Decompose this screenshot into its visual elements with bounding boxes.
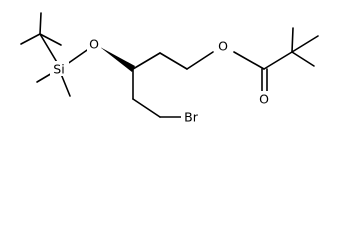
bond-c2-c1 bbox=[159, 52, 188, 70]
bromine-atom-label: Br bbox=[184, 110, 199, 125]
bond-tbu-si bbox=[39, 33, 59, 65]
atom-labels: Si O O O Br bbox=[50, 36, 271, 125]
ester-oxygen-label: O bbox=[218, 39, 228, 54]
pivalate-group bbox=[233, 27, 319, 93]
bond-tbu-me-top bbox=[39, 12, 42, 35]
bond-quaternary-me-right bbox=[291, 35, 319, 53]
bond-o-carbonyl-c bbox=[233, 51, 265, 70]
stereo-wedge-bond bbox=[100, 47, 135, 72]
bond-carbonyl-quaternary bbox=[263, 51, 293, 70]
carbon-chain bbox=[132, 51, 214, 118]
bond-quaternary-me-down bbox=[291, 51, 315, 67]
structure-diagram: Si O O O Br bbox=[20, 12, 319, 125]
carbonyl-oxygen-label: O bbox=[259, 92, 269, 107]
tert-butyl-group bbox=[20, 12, 62, 65]
bond-tbu-me-left bbox=[20, 33, 41, 45]
bond-tbu-me-right bbox=[39, 33, 62, 46]
bond-quaternary-me-top bbox=[291, 27, 294, 53]
bond-c4-c5 bbox=[132, 98, 161, 118]
silyl-oxygen-label: O bbox=[89, 37, 99, 52]
bond-c3-c2 bbox=[132, 52, 161, 70]
bond-c1-o-ester bbox=[186, 51, 214, 70]
silicon-atom-label: Si bbox=[53, 62, 64, 77]
